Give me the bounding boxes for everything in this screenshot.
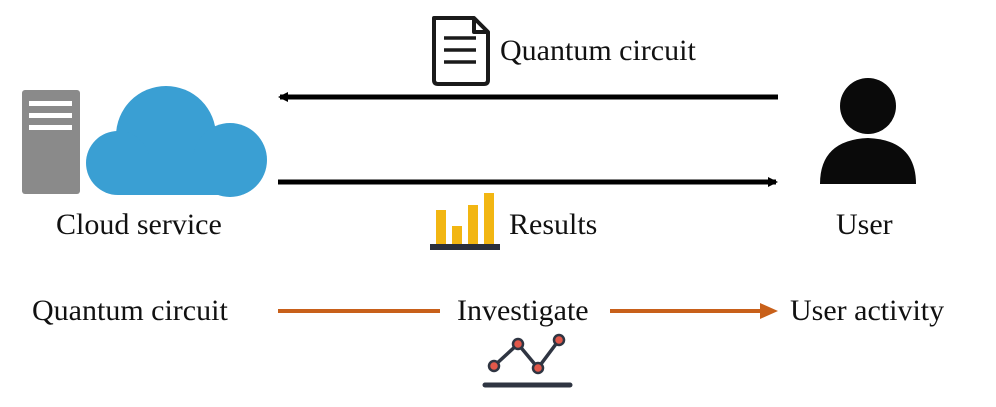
request-label: Quantum circuit	[500, 34, 696, 67]
results-label: Results	[509, 208, 598, 241]
line-chart-icon	[482, 333, 573, 388]
user-activity-label: User activity	[790, 294, 945, 327]
bar-chart-icon	[430, 193, 500, 250]
server-icon	[22, 90, 80, 194]
user-icon	[820, 78, 916, 184]
investigate-arrowhead	[760, 303, 778, 319]
investigate-label: Investigate	[457, 294, 589, 327]
document-icon	[432, 16, 490, 86]
user-label: User	[836, 208, 893, 241]
cloud-icon	[86, 86, 267, 197]
cloud-service-label: Cloud service	[56, 208, 222, 241]
source-label: Quantum circuit	[32, 294, 228, 327]
